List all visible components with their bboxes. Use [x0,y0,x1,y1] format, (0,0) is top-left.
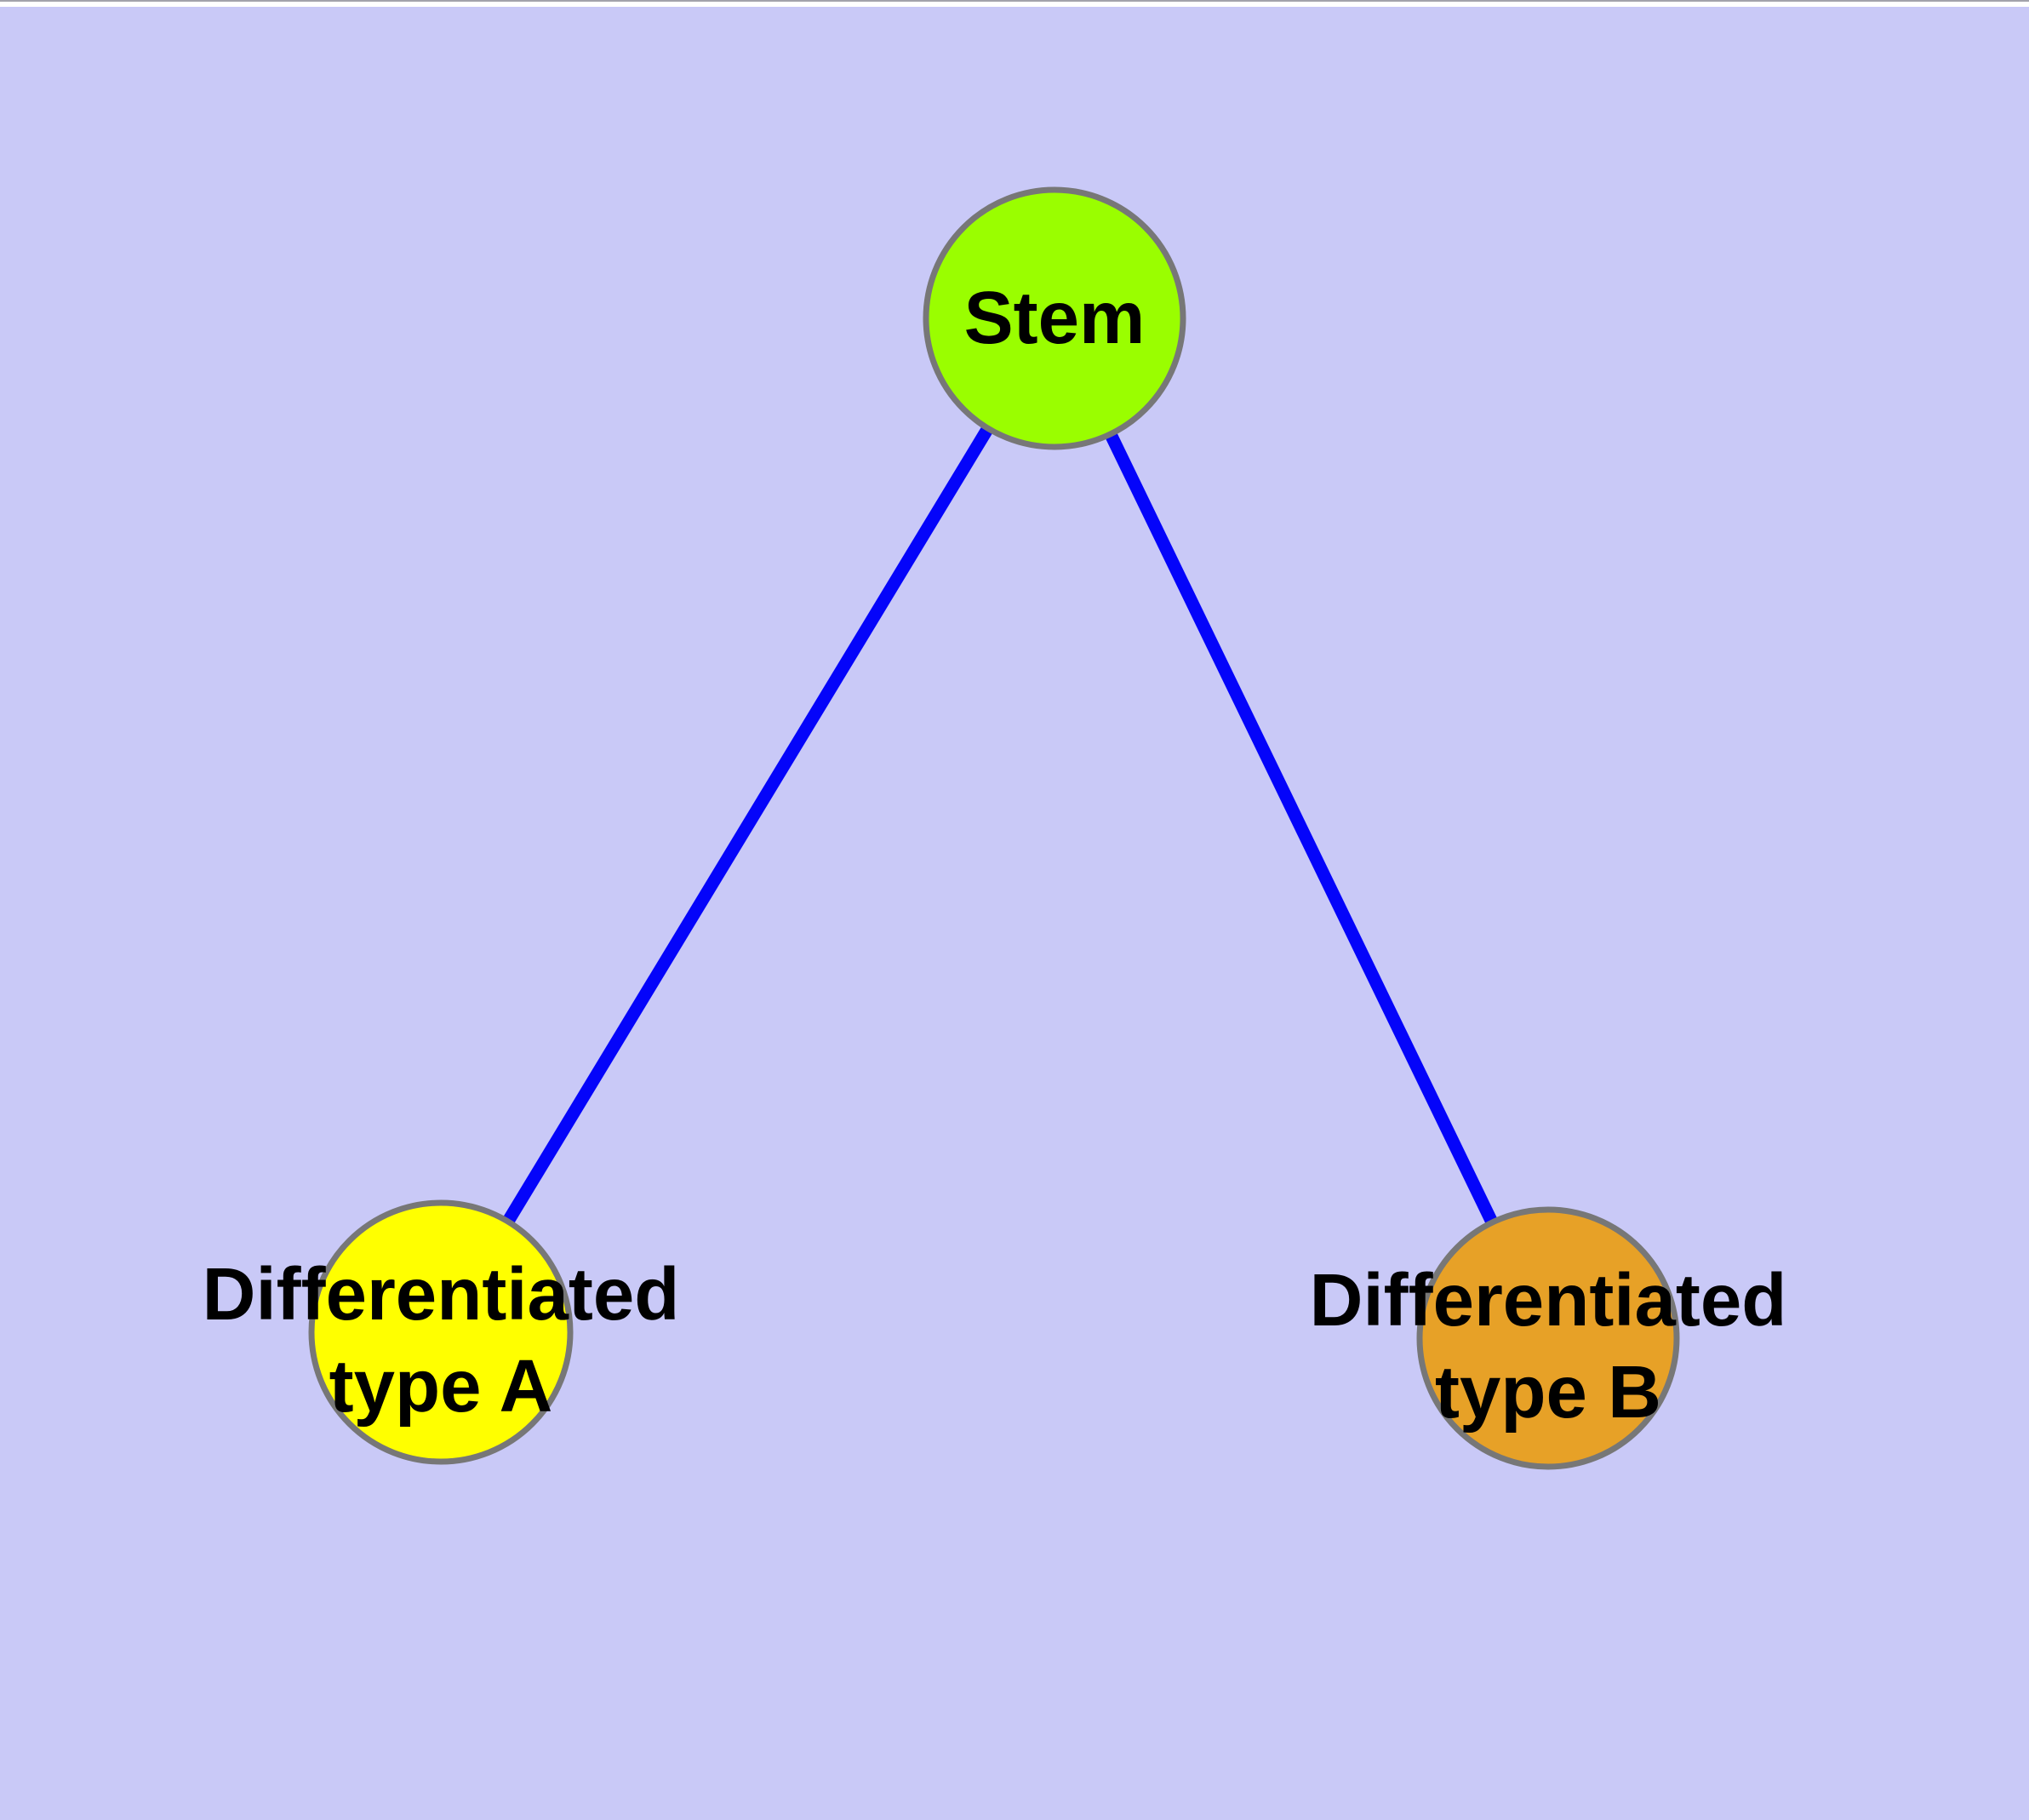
edge-stem-to-differentiated-type-a [435,315,1060,1336]
edge-stem-to-differentiated-type-b [1049,315,1554,1342]
node-differentiated-type-a-circle [308,1199,574,1465]
node-differentiated-type-b-circle [1416,1206,1680,1470]
window-top-margin [0,0,2029,7]
node-stem-circle [923,186,1186,450]
